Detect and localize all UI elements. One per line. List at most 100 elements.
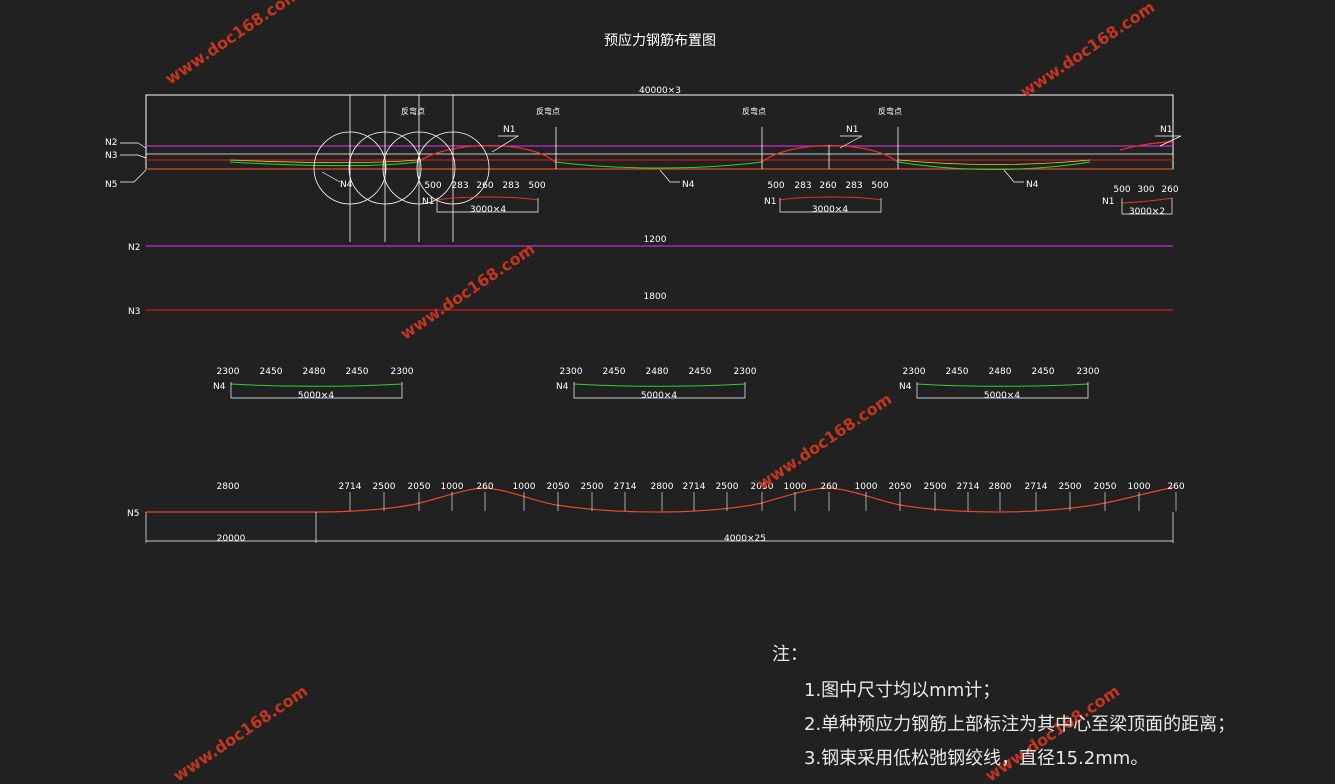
n5-value: 1000: [441, 482, 464, 492]
n1-detail-value: 283: [845, 181, 862, 191]
n4-detail-1: N4 2300 2450 2480 2450 2300 5000×4: [213, 367, 414, 401]
n5-value: 2500: [1059, 482, 1082, 492]
n4-detail-dim: 5000×4: [641, 391, 677, 401]
n4-detail-label: N4: [899, 382, 912, 392]
notes-header: 注：: [772, 644, 808, 665]
n4-detail-value: 2300: [734, 367, 757, 377]
n5-value: 2050: [1094, 482, 1117, 492]
watermark: www.doc168.com: [397, 239, 539, 343]
n5-value: 2714: [1025, 482, 1048, 492]
n5-value: 2050: [547, 482, 570, 492]
n4-detail-value: 2450: [603, 367, 626, 377]
n1-detail-value: 283: [451, 181, 468, 191]
n4-leader: [321, 171, 341, 183]
n5-value: 2800: [989, 482, 1012, 492]
note-line-3: 3.钢束采用低松弛钢绞线，直径15.2mm。: [804, 748, 1149, 769]
n1-detail-value: 260: [819, 181, 836, 191]
n4-detail-value: 2480: [989, 367, 1012, 377]
bend-point-label: 反弯点: [536, 106, 560, 116]
n5-value: 2714: [683, 482, 706, 492]
n5-label: N5: [127, 509, 139, 519]
drawing-title: 预应力钢筋布置图: [604, 32, 716, 49]
n4-detail-value: 2450: [1032, 367, 1055, 377]
n1-detail-2: N1 500 283 260 283 500 3000×4: [764, 181, 889, 215]
n5-value: 260: [476, 482, 493, 492]
side-label-n3: N3: [105, 151, 117, 161]
n1-detail-value: 260: [476, 181, 493, 191]
beam-outline: [145, 94, 1174, 170]
n5-value: 2714: [957, 482, 980, 492]
n1-detail-curve: [1121, 197, 1173, 204]
n1-detail-value: 260: [1161, 185, 1178, 195]
watermark: www.doc168.com: [162, 0, 304, 88]
n4-callout: N4: [1026, 180, 1039, 190]
watermark: www.doc168.com: [754, 389, 896, 493]
n4-curve: [229, 161, 1091, 170]
n3-value: 1800: [644, 292, 667, 302]
n3-bar: N3 1800: [128, 292, 1173, 317]
n4-detail-curve: [573, 383, 746, 387]
n1-detail-dim: 3000×2: [1129, 207, 1165, 217]
n5-values: 2714 2500 2050 1000 260 1000 2050 2500 2714 2800 2…: [339, 482, 1185, 492]
n1-leader: [1155, 135, 1182, 147]
n1-detail-value: 283: [794, 181, 811, 191]
n1-detail-label: N1: [422, 197, 434, 207]
n4-detail-label: N4: [213, 382, 226, 392]
n5-curve: [146, 486, 1176, 513]
n1-detail-curve: [436, 196, 539, 201]
n4-detail-value: 2450: [689, 367, 712, 377]
n5-value: 1000: [1128, 482, 1151, 492]
n5-value: 2500: [581, 482, 604, 492]
n5-dim-left: 20000: [217, 534, 246, 544]
bend-point-label: 反弯点: [878, 106, 902, 116]
n4-detail-curve: [230, 383, 403, 387]
n4-detail-dim: 5000×4: [984, 391, 1020, 401]
n5-value: 2050: [408, 482, 431, 492]
n4-detail-value: 2300: [560, 367, 583, 377]
n5-value: 2800: [651, 482, 674, 492]
side-label-n2: N2: [105, 138, 117, 148]
side-leader: [120, 154, 147, 159]
n4-detail-value: 2450: [260, 367, 283, 377]
side-label-n5: N5: [105, 180, 117, 190]
n1-detail-1: N1 500 283 260 283 500 3000×4: [422, 181, 546, 215]
n4-detail-value: 2300: [391, 367, 414, 377]
n4-detail-value: 2300: [1077, 367, 1100, 377]
n4-detail-dimline: [573, 382, 746, 399]
n4-callout: N4: [682, 180, 695, 190]
n1-detail-value: 500: [1113, 185, 1130, 195]
side-leader: [120, 169, 147, 183]
n1-detail-curve: [779, 196, 882, 201]
n1-detail-label: N1: [1102, 197, 1114, 207]
n1-detail-value: 300: [1137, 185, 1154, 195]
n2-bar: N2 1200: [128, 235, 1173, 253]
n4-detail-value: 2300: [903, 367, 926, 377]
n1-detail-value: 500: [424, 181, 441, 191]
note-line-1: 1.图中尺寸均以mm计；: [804, 680, 1001, 701]
n4-callout: N4: [340, 180, 353, 190]
n1-callout: N1: [503, 125, 515, 135]
n4-detail-curve: [916, 383, 1089, 387]
elevation-view: 40000×3 反弯点 反弯点 反弯点 反弯点 N1 N1 N1: [105, 86, 1182, 242]
n4-detail-dimline: [916, 382, 1089, 399]
n5-value: 1000: [513, 482, 536, 492]
n1-detail-value: 500: [871, 181, 888, 191]
n4-leader: [659, 169, 680, 183]
note-line-2: 2.单种预应力钢筋上部标注为其中心至梁顶面的距离；: [804, 714, 1236, 735]
n1-detail-dimline: [1121, 198, 1173, 215]
n5-ticks: [349, 492, 1177, 511]
n5-value: 2050: [889, 482, 912, 492]
n4-detail-dim: 5000×4: [298, 391, 334, 401]
n1-detail-value: 500: [767, 181, 784, 191]
top-dimension: 40000×3: [639, 86, 681, 96]
n5-value: 2714: [339, 482, 362, 492]
n1-leader: [839, 135, 863, 149]
n1-callout: N1: [846, 125, 858, 135]
n5-value: 260: [1167, 482, 1184, 492]
n2-label: N2: [128, 243, 140, 253]
n4-detail-label: N4: [556, 382, 569, 392]
n5-dim-right: 4000×25: [724, 534, 766, 544]
n4-leader: [1003, 169, 1024, 183]
